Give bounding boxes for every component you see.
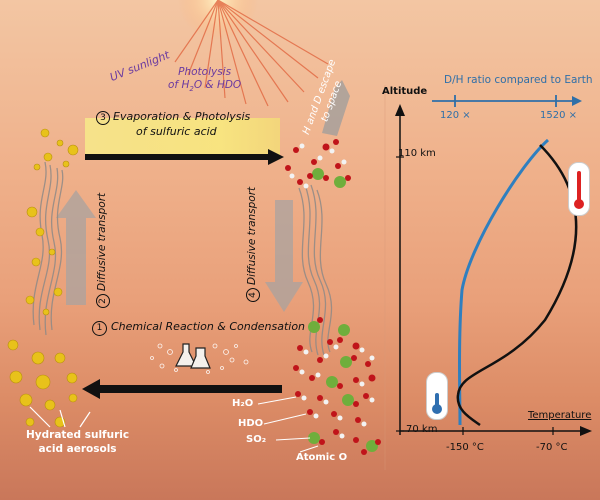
dh-tick-120: 120 × xyxy=(440,110,471,121)
atomic-o-label: Atomic O xyxy=(296,452,348,463)
flask-icon xyxy=(175,343,211,369)
black-temperature-curve xyxy=(456,144,578,427)
temp-tick-minus150: -150 °C xyxy=(446,442,484,453)
aerosol-pointer-arrows xyxy=(29,406,91,428)
temperature-axis-label: Temperature xyxy=(528,410,592,421)
so2-label: SO₂ xyxy=(246,434,267,445)
escape-arrow xyxy=(322,80,350,136)
hot-thermometer-icon xyxy=(568,162,590,216)
temp-tick-minus70: -70 °C xyxy=(536,442,568,453)
temperature-axis xyxy=(400,426,592,436)
step-2-label: 2Diffusive transport xyxy=(96,193,110,308)
photolysis-label: Photolysis of H2O & HDO xyxy=(168,66,242,94)
molecules-top xyxy=(285,139,351,189)
alt-tick-110: 110 km xyxy=(398,148,436,159)
aerosols-label: Hydrated sulfuric acid aerosols xyxy=(26,429,130,455)
cold-thermometer-icon xyxy=(426,372,448,420)
alt-tick-70: 70 km xyxy=(406,424,438,435)
aerosol-dots xyxy=(7,128,79,428)
condensation-bubbles xyxy=(150,343,249,374)
step-4-label: 4Diffusive transport xyxy=(246,187,260,302)
dh-title: D/H ratio compared to Earth xyxy=(444,74,593,86)
dh-axis xyxy=(432,95,582,107)
molecule-pointer-lines xyxy=(257,396,319,453)
h2o-label: H₂O xyxy=(232,398,254,409)
altitude-axis-label: Altitude xyxy=(382,86,428,97)
blue-dh-curve xyxy=(458,138,549,426)
evaporation-band xyxy=(85,118,280,158)
right-down-arrow xyxy=(265,200,303,312)
step-3-number: 3 xyxy=(96,111,110,125)
left-streamlines xyxy=(32,161,64,336)
dh-tick-1520: 1520 × xyxy=(540,110,578,121)
left-up-arrow xyxy=(56,190,96,305)
hdo-label: HDO xyxy=(238,418,264,429)
molecules-bottom xyxy=(293,317,381,455)
right-streamlines xyxy=(298,184,333,356)
altitude-axis xyxy=(395,104,405,435)
